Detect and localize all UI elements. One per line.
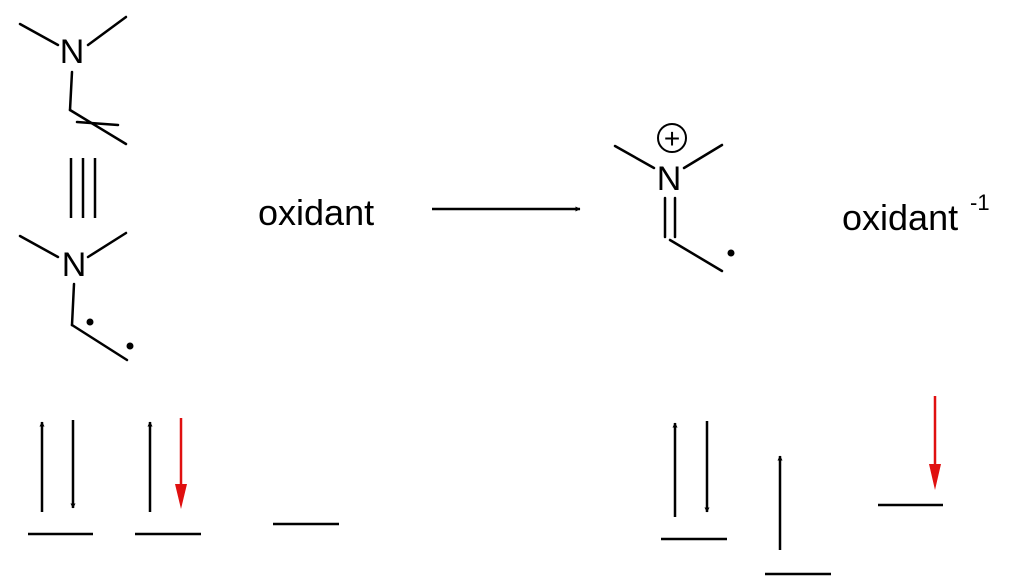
orbital-diagram-product xyxy=(661,396,943,576)
orbital-diagram-reactant xyxy=(28,418,339,536)
c-c-bond xyxy=(668,238,724,273)
c-c-double-bond-inner xyxy=(75,120,120,127)
charge-sign: + xyxy=(664,123,680,154)
electron-spin-down-arrow-highlight xyxy=(929,396,941,490)
methyl-bond xyxy=(86,15,128,47)
radical-dot xyxy=(727,249,735,257)
electron-spin-down-arrow-highlight xyxy=(175,418,187,509)
n-c-bond xyxy=(68,70,74,112)
reduced-oxidant-label: oxidant -1 xyxy=(842,190,990,238)
radical-dot xyxy=(86,318,94,326)
positive-charge-symbol: + xyxy=(657,123,687,154)
nitrogen-atom-product: N xyxy=(657,160,682,198)
c-c-double-bond xyxy=(68,108,128,146)
product-iminium-radical xyxy=(613,143,724,273)
oxidant-reduced-label: oxidant xyxy=(842,197,958,238)
reactant-enamine-resonance-top xyxy=(18,15,128,146)
methyl-bond xyxy=(86,231,128,259)
oxidant-label: oxidant xyxy=(258,192,374,233)
c-c-bond xyxy=(70,323,129,362)
methyl-bond xyxy=(613,144,656,170)
oxidant-reduced-superscript: -1 xyxy=(970,190,990,215)
nitrogen-atom-bottom: N xyxy=(62,246,87,284)
methyl-bond xyxy=(18,22,60,47)
n-c-bond xyxy=(70,282,76,327)
methyl-bond xyxy=(18,234,60,259)
methyl-bond xyxy=(682,143,724,170)
reactant-diradical-resonance-bottom xyxy=(18,231,129,362)
radical-dot xyxy=(126,342,134,350)
resonance-equivalence-symbol xyxy=(69,158,97,218)
nitrogen-atom-top: N xyxy=(60,33,85,71)
